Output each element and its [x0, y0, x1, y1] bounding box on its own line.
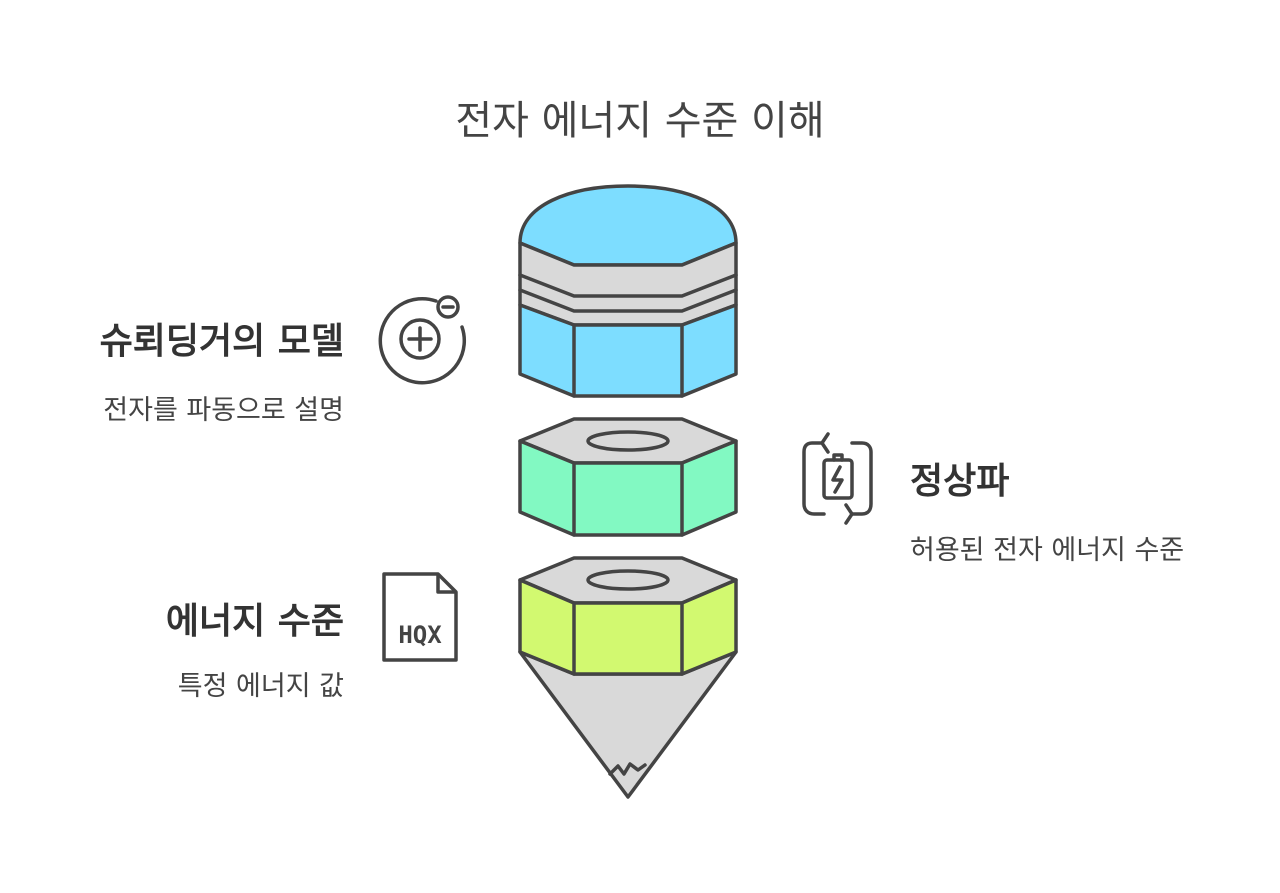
schrodinger-model-description: 전자를 파동으로 설명 — [103, 395, 344, 426]
schrodinger-model-heading: 슈뢰딩거의 모델 — [99, 321, 344, 362]
battery-cycle-icon — [802, 432, 873, 525]
standing-wave-description: 허용된 전자 에너지 수준 — [910, 535, 1185, 566]
plus-minus-orbit-icon — [378, 295, 466, 385]
energy-level-heading: 에너지 수준 — [165, 601, 344, 642]
hqx-file-label: HQX — [398, 621, 442, 649]
hqx-file-icon: HQX — [382, 572, 458, 662]
energy-level-description: 특정 에너지 값 — [177, 671, 344, 702]
pencil-middle-segment — [518, 417, 738, 537]
pencil-tip-segment — [518, 556, 738, 799]
standing-wave-heading: 정상파 — [910, 461, 1010, 502]
page-title: 전자 에너지 수준 이해 — [455, 98, 825, 144]
pencil-eraser-segment — [518, 184, 738, 398]
